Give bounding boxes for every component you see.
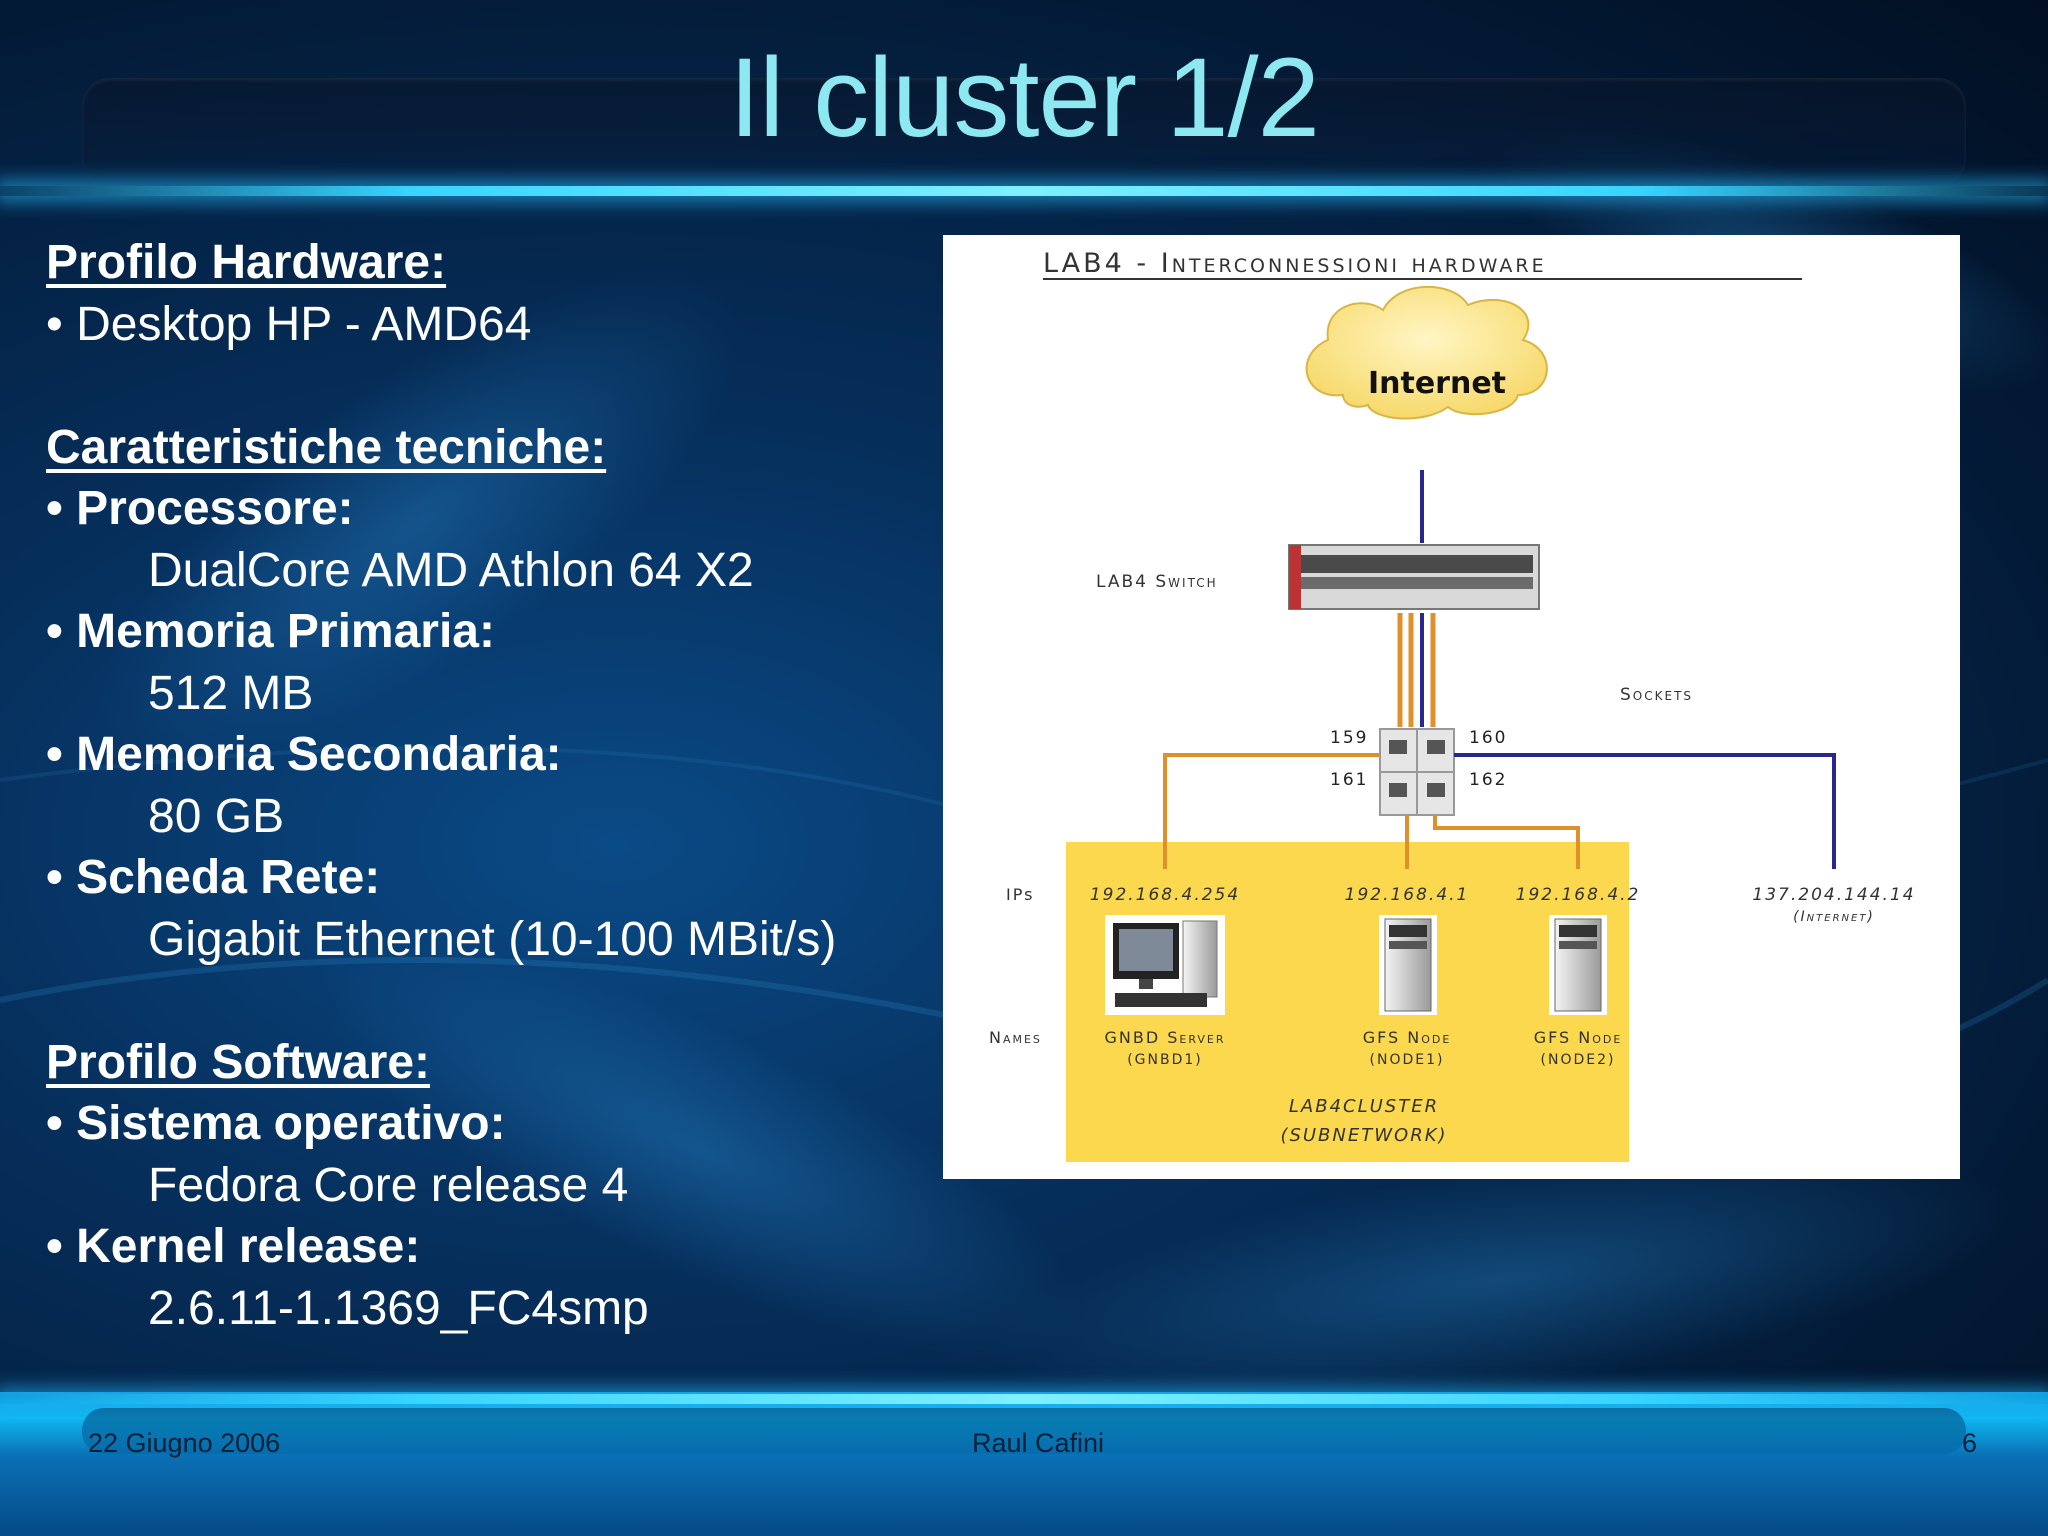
cluster-sub: (SUBNETWORK) — [1280, 1125, 1447, 1146]
processor-value: DualCore AMD Athlon 64 X2 — [148, 543, 754, 597]
kernel-value: 2.6.11-1.1369_FC4smp — [148, 1281, 649, 1335]
os-value: Fedora Core release 4 — [148, 1158, 629, 1212]
footer-page-number: 6 — [1962, 1428, 1978, 1458]
primary-memory-label: • Memoria Primaria: — [46, 605, 495, 658]
ips-row-label: IPs — [1006, 885, 1034, 904]
node1-sub: (NODE1) — [1370, 1052, 1445, 1068]
processor-label: • Processore: — [46, 482, 354, 535]
tech-specs-heading: Caratteristiche tecniche: — [46, 420, 607, 474]
tower-computer-icon-node2 — [1549, 915, 1607, 1015]
header-glow-line — [0, 186, 2048, 196]
footer-bar-background — [82, 1408, 1966, 1454]
internet-cloud-icon — [1305, 285, 1548, 420]
port-159-label: 159 — [1330, 728, 1368, 748]
slide-title: Il cluster 1/2 — [729, 35, 1320, 160]
footer-glow-line — [0, 1394, 2048, 1404]
network-card-value: Gigabit Ethernet (10-100 MBit/s) — [148, 912, 837, 966]
node2-sub: (NODE2) — [1541, 1052, 1616, 1068]
footer-author: Raul Cafini — [972, 1428, 1105, 1458]
title-bar-background — [82, 78, 1966, 186]
node1-name: GFS Node — [1363, 1028, 1452, 1047]
port-162-label: 162 — [1469, 770, 1507, 790]
switch-label: LAB4 Switch — [1096, 572, 1218, 592]
network-card-label: • Scheda Rete: — [46, 851, 381, 904]
secondary-memory-value: 80 GB — [148, 789, 285, 843]
port-161-label: 161 — [1330, 770, 1368, 790]
diagram-title: LAB4 - Interconnessioni hardware — [1043, 248, 1547, 279]
primary-memory-value: 512 MB — [148, 666, 314, 720]
kernel-label: • Kernel release: — [46, 1220, 421, 1273]
hardware-item: • Desktop HP - AMD64 — [46, 297, 532, 351]
network-switch-icon — [1288, 544, 1540, 610]
secondary-memory-label: • Memoria Secondaria: — [46, 728, 562, 781]
ip-internet: 137.204.144.14 — [1752, 885, 1915, 905]
software-profile-heading: Profilo Software: — [46, 1035, 431, 1089]
port-160-label: 160 — [1469, 728, 1507, 748]
os-label: • Sistema operativo: — [46, 1097, 506, 1150]
node2-name: GFS Node — [1534, 1028, 1623, 1047]
desktop-computer-icon — [1105, 915, 1225, 1015]
internet-note: (Internet) — [1793, 909, 1875, 925]
sockets-label: Sockets — [1620, 685, 1693, 705]
left-content: Profilo Hardware: • Desktop HP - AMD64 C… — [46, 232, 926, 1339]
names-row-label: Names — [989, 1028, 1042, 1047]
internet-label: Internet — [1368, 366, 1506, 401]
cluster-name: LAB4CLUSTER — [1289, 1096, 1439, 1117]
ip-gnbd1: 192.168.4.254 — [1090, 885, 1240, 905]
network-diagram: LAB4 - Interconnessioni hardware Interne… — [943, 235, 1960, 1179]
hardware-profile-heading: Profilo Hardware: — [46, 236, 447, 289]
gnbd-server-name: GNBD Server — [1104, 1028, 1225, 1047]
wall-sockets-icon — [1379, 728, 1455, 816]
gnbd-server-sub: (GNBD1) — [1127, 1052, 1203, 1068]
ip-node2: 192.168.4.2 — [1516, 885, 1641, 905]
ip-node1: 192.168.4.1 — [1345, 885, 1470, 905]
tower-computer-icon-node1 — [1379, 915, 1437, 1015]
footer-date: 22 Giugno 2006 — [88, 1428, 281, 1458]
